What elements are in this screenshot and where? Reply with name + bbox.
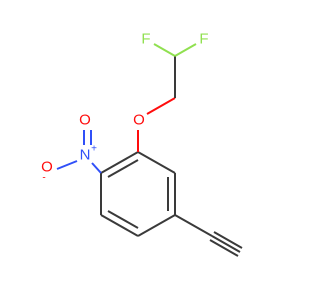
difluoroethoxy-group xyxy=(137,43,197,152)
nitro-oxygen-charge: - xyxy=(42,173,45,184)
ring-bond-c3-c4 xyxy=(137,214,176,237)
nitro-group xyxy=(56,130,102,174)
nitro-single-bond xyxy=(56,160,78,170)
ring-bond-c1-c2 xyxy=(137,151,176,174)
bond-chf2-to-f-left xyxy=(153,43,176,57)
ring-bond-c6-c1 xyxy=(100,151,139,174)
nitro-oxygen-double: O xyxy=(79,112,91,129)
bond-ring-to-nitro-n xyxy=(91,162,102,174)
ether-oxygen-atom: O xyxy=(133,112,145,129)
alkyne-triple-bond-upper xyxy=(213,231,243,249)
ethynyl-group xyxy=(174,214,243,257)
bond-ring-to-alkyne xyxy=(174,214,213,237)
nitro-nitrogen-atom: N xyxy=(80,147,91,164)
benzene-ring xyxy=(100,151,176,237)
bond-chf2-to-f-right xyxy=(174,43,197,57)
ring-bond-c4-c5 xyxy=(100,214,139,237)
ring-bond-c4-c5-inner xyxy=(107,210,139,229)
alkyne-triple-bond-center xyxy=(211,235,241,253)
nitro-oxygen-single: O xyxy=(41,159,53,176)
nitro-nitrogen-charge: + xyxy=(91,144,97,155)
bond-ether-o-to-ch2 xyxy=(146,97,176,115)
fluorine-atom-right: F xyxy=(199,31,208,48)
molecule-structure: F F O N + O O - xyxy=(41,31,243,257)
ring-bond-c6-c1-inner xyxy=(107,159,139,178)
fluorine-atom-left: F xyxy=(141,31,150,48)
alkyne-triple-bond-lower xyxy=(209,239,239,257)
